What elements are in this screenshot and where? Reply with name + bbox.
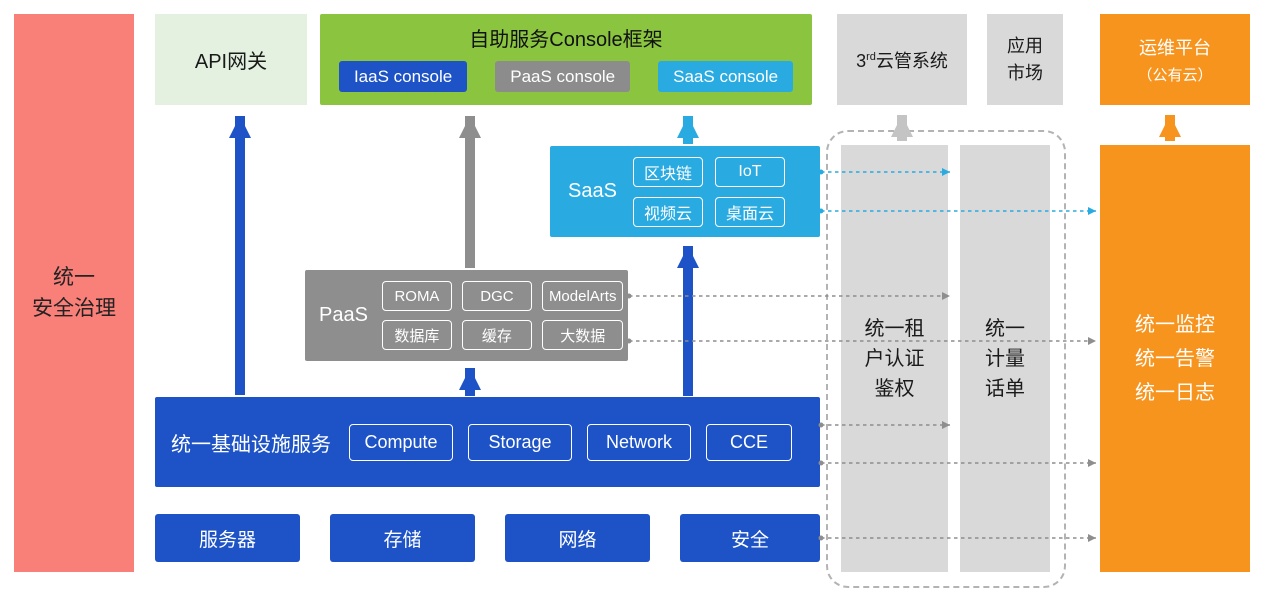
saas-service-iot: IoT (714, 156, 785, 187)
paas-service-cache: 缓存 (461, 320, 532, 350)
monitoring-alert-log-box: 统一监控 统一告警 统一日志 (1100, 145, 1250, 572)
console-buttons-row: IaaS console PaaS console SaaS console (338, 61, 794, 92)
ops-platform-title: 运维平台 (1139, 38, 1211, 58)
third-party-cloud-label: 3rd云管系统 (856, 50, 948, 71)
paas-service-database: 数据库 (381, 320, 452, 350)
superscript-rd: rd (866, 50, 876, 63)
api-gateway-label: API网关 (194, 51, 268, 73)
infra-service-storage: Storage (468, 423, 572, 461)
saas-layer-box: SaaS 区块链 IoT 视频云 桌面云 (550, 146, 820, 237)
third-party-cloud-mgmt-box: 3rd云管系统 (837, 14, 967, 105)
app-market-box: 应用 市场 (987, 14, 1063, 105)
paas-console-button: PaaS console (495, 61, 631, 92)
hardware-server-box: 服务器 (155, 514, 300, 562)
metering-billing-label: 统一 计量 话单 (985, 317, 1025, 400)
infra-service-cce: CCE (706, 423, 792, 461)
security-governance-label: 统一 安全治理 (32, 265, 116, 321)
infrastructure-label: 统一基础设施服务 (171, 433, 331, 456)
shared-services-dashed-group (826, 130, 1066, 588)
paas-service-roma: ROMA (381, 281, 452, 311)
saas-console-button: SaaS console (658, 61, 794, 92)
saas-service-blockchain: 区块链 (632, 156, 703, 187)
app-market-label: 应用 市场 (1007, 35, 1043, 83)
infrastructure-services-row: Compute Storage Network CCE (349, 423, 792, 461)
monitoring-alert-log-label: 统一监控 统一告警 统一日志 (1135, 313, 1215, 404)
hardware-network-box: 网络 (505, 514, 650, 562)
paas-service-modelarts: ModelArts (541, 281, 624, 311)
metering-billing-bar: 统一 计量 话单 (960, 145, 1050, 572)
saas-service-desktop-cloud: 桌面云 (714, 196, 785, 227)
ops-platform-subtitle: （公有云） (1137, 67, 1213, 84)
saas-service-video-cloud: 视频云 (632, 196, 703, 227)
tenant-auth-bar: 统一租 户认证 鉴权 (841, 145, 948, 572)
infrastructure-layer-box: 统一基础设施服务 Compute Storage Network CCE (155, 397, 820, 487)
paas-service-dgc: DGC (461, 281, 532, 311)
api-gateway-box: API网关 (155, 14, 307, 105)
paas-layer-label: PaaS (319, 304, 368, 326)
saas-layer-label: SaaS (568, 180, 617, 202)
paas-services-grid: ROMA DGC ModelArts 数据库 缓存 大数据 (381, 281, 624, 350)
infra-service-network: Network (587, 423, 691, 461)
saas-services-grid: 区块链 IoT 视频云 桌面云 (632, 156, 785, 227)
hardware-storage-box: 存储 (330, 514, 475, 562)
ops-platform-box: 运维平台 （公有云） (1100, 14, 1250, 105)
paas-layer-box: PaaS ROMA DGC ModelArts 数据库 缓存 大数据 (305, 270, 628, 361)
paas-service-bigdata: 大数据 (541, 320, 624, 350)
hardware-security-box: 安全 (680, 514, 820, 562)
security-governance-bar: 统一 安全治理 (14, 14, 134, 572)
tenant-auth-label: 统一租 户认证 鉴权 (864, 317, 925, 400)
console-framework-box: 自助服务Console框架 IaaS console PaaS console … (320, 14, 812, 105)
iaas-console-button: IaaS console (338, 61, 468, 92)
infra-service-compute: Compute (349, 423, 453, 461)
console-framework-title: 自助服务Console框架 (469, 29, 663, 51)
